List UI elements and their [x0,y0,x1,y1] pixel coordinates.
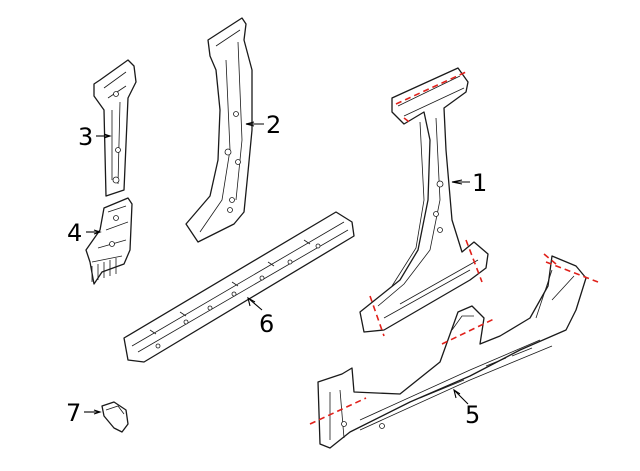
cut-line-1-upper [403,117,413,125]
leader-lines [84,121,470,415]
callout-3: 3 [78,123,93,151]
cut-line-5-left [309,397,367,425]
cut-line-5-right-b [543,253,557,265]
cut-line-1-top [395,71,467,105]
callout-2: 2 [266,111,281,139]
callout-4: 4 [67,219,82,247]
callout-7: 7 [66,399,81,427]
callout-6: 6 [259,310,274,338]
part-2 [185,17,253,243]
callout-1: 1 [472,169,487,197]
part-3 [93,59,137,197]
part-5 [309,253,599,449]
part-1 [359,67,489,337]
callout-5: 5 [465,401,480,429]
cut-line-1-left [369,295,385,337]
cut-line-1-right [465,239,483,283]
part-4 [85,197,133,285]
part-6 [123,211,355,363]
part-7 [101,401,129,433]
